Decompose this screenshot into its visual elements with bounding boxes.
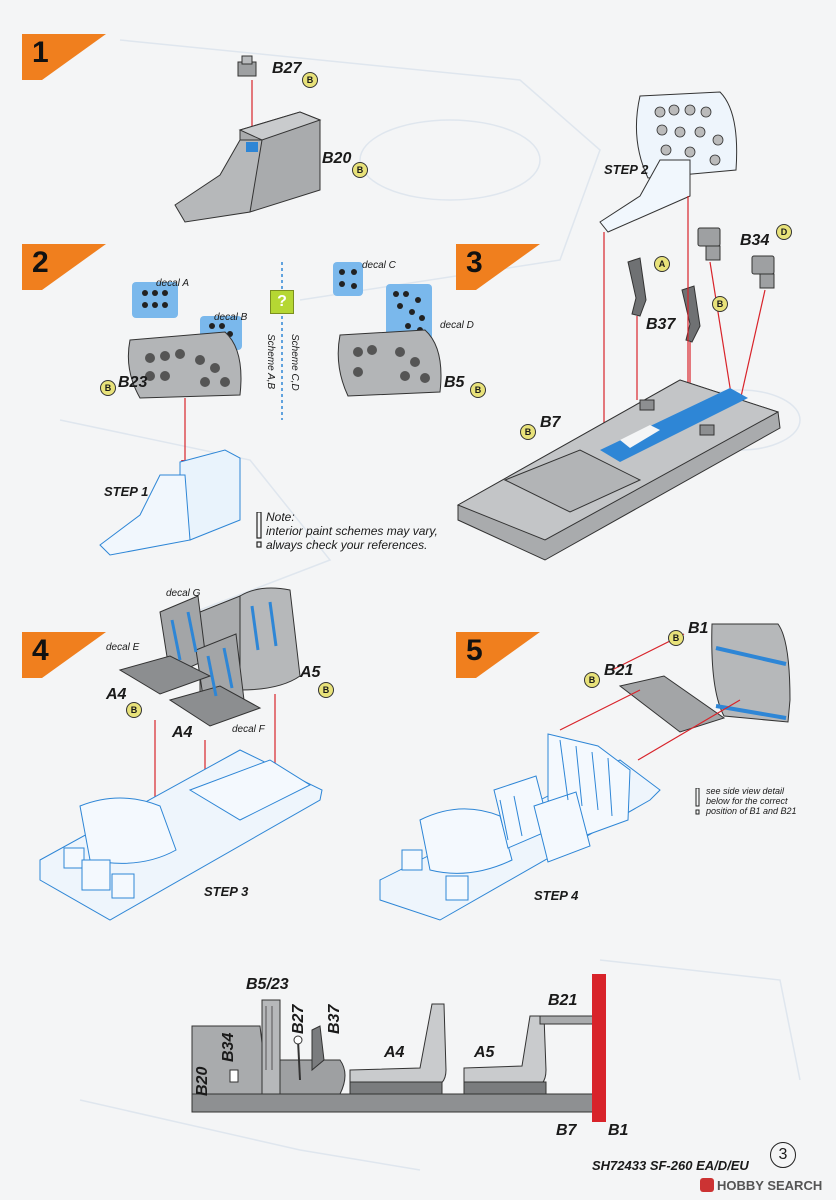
page-number: 3 <box>770 1142 796 1168</box>
step-number-5: 5 <box>466 634 483 667</box>
part-label-b21: B21 <box>604 662 634 679</box>
side-label-b5-23: B5/23 <box>246 976 289 993</box>
side-note-line-3: position of B1 and B21 <box>706 806 797 816</box>
paint-badge-b5: B <box>470 382 486 398</box>
step-flag-5 <box>456 632 540 678</box>
step-ref-step1: STEP 1 <box>104 484 149 499</box>
side-note-line-1: see side view detail <box>706 786 785 796</box>
side-label-b37: B37 <box>326 1004 343 1034</box>
warning-icon <box>256 512 262 548</box>
part-label-a5: A5 <box>300 664 321 681</box>
step-number-2: 2 <box>32 246 49 279</box>
step-flag-2 <box>22 244 106 290</box>
decal-label-d: decal D <box>440 320 474 331</box>
part-label-b7: B7 <box>540 414 561 431</box>
part-label-b5: B5 <box>444 374 465 391</box>
part-label-b20: B20 <box>322 150 352 167</box>
decal-label-f: decal F <box>232 724 265 735</box>
watermark-logo: HOBBY SEARCH <box>700 1178 822 1193</box>
decal-label-c: decal C <box>362 260 396 271</box>
side-label-b21: B21 <box>548 992 578 1009</box>
part-label-a4-left: A4 <box>106 686 127 703</box>
part-label-b34: B34 <box>740 232 770 249</box>
question-icon: ? <box>270 290 294 314</box>
step-number-3: 3 <box>466 246 483 279</box>
paint-badge-b34: D <box>776 224 792 240</box>
footer-product-code: SH72433 SF-260 EA/D/EU <box>592 1158 749 1173</box>
paint-badge-b20: B <box>352 162 368 178</box>
paint-badge-b21: B <box>584 672 600 688</box>
part-label-b27: B27 <box>272 60 302 77</box>
side-label-a4: A4 <box>384 1044 405 1061</box>
step-number-4: 4 <box>32 634 49 667</box>
step-flag-3 <box>456 244 540 290</box>
side-note-line-2: below for the correct <box>706 796 788 806</box>
part-label-b37: B37 <box>646 316 676 333</box>
side-label-b27: B27 <box>290 1004 307 1034</box>
note-line-2: always check your references. <box>266 538 428 552</box>
paint-badge-b7: B <box>520 424 536 440</box>
watermark-text: HOBBY SEARCH <box>717 1178 823 1193</box>
step-flag-4 <box>22 632 106 678</box>
side-label-b20: B20 <box>194 1066 211 1096</box>
side-label-a5: A5 <box>474 1044 495 1061</box>
decal-label-b: decal B <box>214 312 248 323</box>
paint-badge-b37b: B <box>712 296 728 312</box>
paint-badge-b27: B <box>302 72 318 88</box>
paint-badge-a4-left: B <box>126 702 142 718</box>
decal-label-e: decal E <box>106 642 140 653</box>
warning-icon-small <box>695 788 700 815</box>
step-flag-1 <box>22 34 106 80</box>
note-line-1: interior paint schemes may vary, <box>266 524 438 538</box>
step-ref-step4: STEP 4 <box>534 888 579 903</box>
part-label-b1: B1 <box>688 620 709 637</box>
paint-badge-b23: B <box>100 380 116 396</box>
paint-badge-b37: A <box>654 256 670 272</box>
step-number-1: 1 <box>32 36 49 69</box>
part-label-b23: B23 <box>118 374 148 391</box>
step-ref-step3: STEP 3 <box>204 884 249 899</box>
paint-badge-b1: B <box>668 630 684 646</box>
decal-label-g: decal G <box>166 588 201 599</box>
paint-badge-a5: B <box>318 682 334 698</box>
step-ref-step2: STEP 2 <box>604 162 649 177</box>
side-view-note: see side view detail below for the corre… <box>706 786 797 816</box>
part-label-a4-right: A4 <box>172 724 193 741</box>
hobby-search-logo-icon <box>700 1178 714 1192</box>
decal-label-a: decal A <box>156 278 189 289</box>
note-box: Note: interior paint schemes may vary, a… <box>266 510 438 552</box>
side-label-b1: B1 <box>608 1122 629 1139</box>
note-title: Note: <box>266 510 295 524</box>
side-label-b7: B7 <box>556 1122 577 1139</box>
side-label-b34: B34 <box>220 1032 237 1062</box>
